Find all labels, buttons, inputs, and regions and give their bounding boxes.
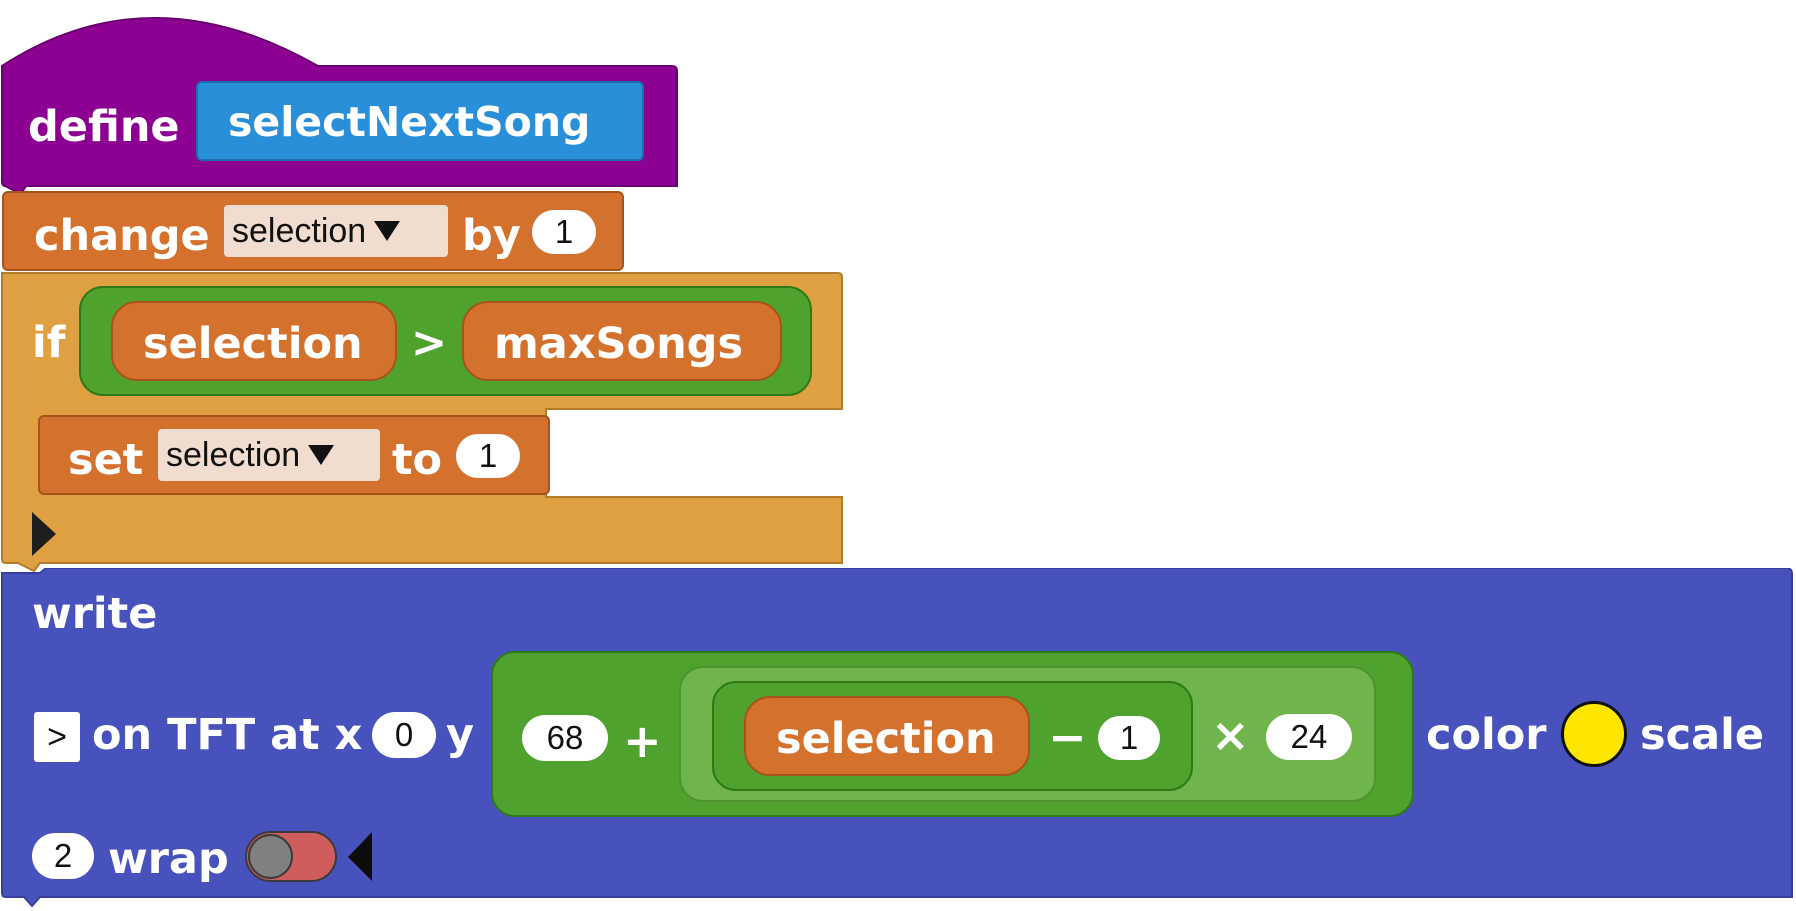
base-value-input[interactable]: 68 <box>522 715 608 761</box>
custom-block-name[interactable]: selectNextSong <box>196 81 644 161</box>
scale-value-input[interactable]: 2 <box>32 833 94 879</box>
selection-reporter[interactable]: selection <box>744 696 1030 776</box>
change-keyword: change <box>34 211 210 261</box>
set-value-input[interactable]: 1 <box>456 434 520 478</box>
change-by-label: by <box>462 211 521 261</box>
condition-right-reporter[interactable]: maxSongs <box>462 301 782 381</box>
subtract-value-input[interactable]: 1 <box>1098 716 1160 760</box>
change-value-input[interactable]: 1 <box>532 210 596 254</box>
scale-label: scale <box>1640 710 1765 760</box>
dropdown-arrow-icon <box>374 221 401 241</box>
condition-operator: > <box>411 318 448 368</box>
y-label: y <box>446 710 475 760</box>
wrap-toggle[interactable] <box>245 831 337 882</box>
multiplier-value-input[interactable]: 24 <box>1266 714 1352 760</box>
condition-left-reporter[interactable]: selection <box>111 301 397 381</box>
change-variable-label: selection <box>232 211 367 250</box>
color-swatch[interactable] <box>1561 701 1627 767</box>
set-to-label: to <box>392 435 443 485</box>
text-input-value: > <box>47 717 67 756</box>
set-variable-label: selection <box>166 435 301 474</box>
if-keyword: if <box>32 318 66 368</box>
minus-operator: − <box>1048 710 1087 764</box>
set-variable-dropdown[interactable]: selection <box>158 429 380 481</box>
set-keyword: set <box>68 435 144 485</box>
custom-block-name-label: selectNextSong <box>228 98 591 146</box>
condition-left-label: selection <box>143 319 363 369</box>
define-keyword: define <box>28 102 180 152</box>
color-label: color <box>1426 710 1547 760</box>
x-value-input[interactable]: 0 <box>372 712 436 758</box>
plus-operator: + <box>623 714 662 768</box>
times-operator: × <box>1211 708 1250 762</box>
change-variable-dropdown[interactable]: selection <box>224 205 448 257</box>
on-tft-label: on TFT at x <box>92 710 363 760</box>
times-expression[interactable]: selection − 1 × 24 <box>679 666 1376 802</box>
condition-right-label: maxSongs <box>494 319 744 369</box>
selection-reporter-label: selection <box>776 714 996 764</box>
minus-expression[interactable]: selection − 1 <box>712 681 1193 791</box>
wrap-toggle-knob <box>248 834 293 879</box>
set-block[interactable]: set selection to 1 <box>38 415 550 495</box>
expand-arrow-icon <box>348 832 372 881</box>
plus-expression[interactable]: 68 + selection − 1 × 24 <box>491 651 1414 817</box>
collapse-arrow-icon <box>32 512 56 556</box>
greater-than-condition[interactable]: selection > maxSongs <box>79 286 812 396</box>
write-keyword: write <box>32 589 158 639</box>
dropdown-arrow-icon <box>308 445 335 465</box>
text-input[interactable]: > <box>34 712 80 762</box>
change-block[interactable]: change selection by 1 <box>2 191 624 271</box>
wrap-label: wrap <box>108 834 229 884</box>
